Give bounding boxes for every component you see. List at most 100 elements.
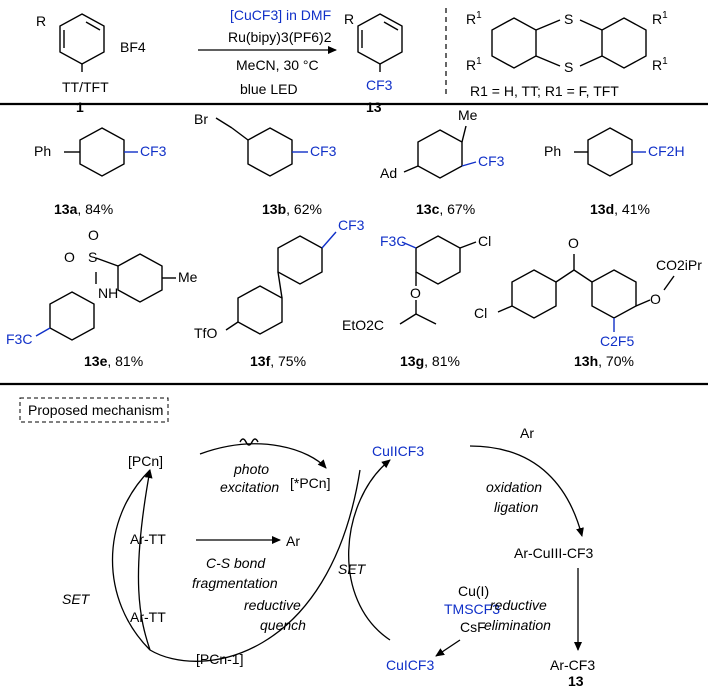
13b-group: CF3 <box>310 143 337 159</box>
13h-ketone-o: O <box>568 235 579 251</box>
r1-label-tl: R1 <box>466 10 482 27</box>
r1-definition: R1 = H, TT; R1 = F, TFT <box>470 83 619 99</box>
oxidation-arc <box>469 445 584 537</box>
cui-reagent: Cu(I) <box>458 583 489 599</box>
r1-label-br: R1 <box>652 56 668 73</box>
13a-sub: Ph <box>34 143 51 159</box>
mechanism: Proposed mechanism photo excitation [PCn… <box>19 397 595 688</box>
anion-label: BF4 <box>120 39 146 55</box>
13g-sub2: EtO2C <box>342 317 384 333</box>
oxidation-label: oxidation <box>486 479 542 495</box>
top-reaction: R BF4 TT/TFT 1 [CuCF3] in DMF Ru(bipy)3(… <box>36 7 668 115</box>
13c-caption: 13c, 67% <box>416 201 475 217</box>
product-scope: Ph CF3 13a, 84% Br CF3 13b, 62% Ad Me CF… <box>6 107 702 369</box>
13d-sub: Ph <box>544 143 561 159</box>
elimination-label: elimination <box>484 617 551 633</box>
product-number: 13 <box>366 99 382 115</box>
13c-sub: Ad <box>380 165 397 181</box>
product-13f: CF3 TfO 13f, 75% <box>194 217 365 369</box>
13e-sub: NH <box>98 285 118 301</box>
left-arc <box>112 469 151 651</box>
product-13b: Br CF3 13b, 62% <box>194 111 337 217</box>
cu3-species: Ar-CuIII-CF3 <box>514 545 594 561</box>
13g-group: F3C <box>380 233 406 249</box>
13b-sub: Br <box>194 111 208 127</box>
product-13h: O Cl O CO2iPr C2F5 13h, 70% <box>474 235 702 369</box>
light-label: blue LED <box>240 81 298 97</box>
13h-group: C2F5 <box>600 333 634 349</box>
13h-ether-o: O <box>650 291 661 307</box>
13c-group: CF3 <box>478 153 505 169</box>
13g-sub: Cl <box>478 233 491 249</box>
product-r-label: R <box>344 11 354 27</box>
tt-label: TT/TFT <box>62 79 109 95</box>
left-arc-return <box>137 469 153 651</box>
13e-group: F3C <box>6 331 32 347</box>
13d-group: CF2H <box>648 143 685 159</box>
13f-group: CF3 <box>338 217 365 233</box>
13f-sub: TfO <box>194 325 217 341</box>
copper-left-arc <box>348 459 391 641</box>
set-center-label: SET <box>338 561 367 577</box>
substrate-1: R BF4 TT/TFT 1 <box>36 13 146 115</box>
pc-reduced: [PCn-1] <box>196 651 243 667</box>
reagent-arrow <box>435 639 461 657</box>
photo-label: photo <box>233 461 269 477</box>
csf-reagent: CsF <box>460 619 486 635</box>
13h-sub: Cl <box>474 305 487 321</box>
fragmentation-label: fragmentation <box>192 575 278 591</box>
mechanism-product-number: 13 <box>568 673 584 688</box>
product-13a: Ph CF3 13a, 84% <box>34 127 167 217</box>
aryl-radical: Ar <box>286 533 300 549</box>
catalyst-label: Ru(bipy)3(PF6)2 <box>228 29 332 45</box>
13b-caption: 13b, 62% <box>262 201 322 217</box>
product-13d: Ph CF2H 13d, 41% <box>544 127 685 217</box>
13e-sub2: Me <box>178 269 198 285</box>
pc-ground: [PCn] <box>128 453 163 469</box>
13a-group: CF3 <box>140 143 167 159</box>
r1-label-tr: R1 <box>652 10 668 27</box>
13d-caption: 13d, 41% <box>590 201 650 217</box>
13g-caption: 13g, 81% <box>400 353 460 369</box>
ar-tt-radical: Ar-TT <box>130 531 166 547</box>
cu1-species: CuICF3 <box>386 657 434 673</box>
conditions-label: MeCN, 30 °C <box>236 57 319 73</box>
mechanism-title-box <box>19 397 169 423</box>
light-wave-icon <box>239 438 259 446</box>
tmscf3-reagent: TMSCF3 <box>444 601 500 617</box>
substrate-r-label: R <box>36 13 46 29</box>
13a-caption: 13a, 84% <box>54 201 113 217</box>
mechanism-title: Proposed mechanism <box>28 402 163 418</box>
ligation-label: ligation <box>494 499 539 515</box>
13e-oxygen-2: O <box>64 249 75 265</box>
13f-caption: 13f, 75% <box>250 353 306 369</box>
13h-caption: 13h, 70% <box>574 353 634 369</box>
thianthrene-structure: S S R1 R1 R1 R1 R1 = H, TT; R1 = F, TFT <box>466 10 668 99</box>
product-13g: F3C Cl O EtO2C 13g, 81% <box>342 233 491 369</box>
substrate-number: 1 <box>76 99 84 115</box>
r1-label-bl: R1 <box>466 56 482 73</box>
thianthrene-s-top: S <box>564 11 573 27</box>
excitation-label: excitation <box>220 479 279 495</box>
quench-label: quench <box>260 617 306 633</box>
reductive-label: reductive <box>244 597 301 613</box>
aryl-radical-2: Ar <box>520 425 534 441</box>
product-13e: S O O NH Me F3C 13e, 81% <box>6 227 198 369</box>
13e-sulfur: S <box>88 249 97 265</box>
product-13c: Ad Me CF3 13c, 67% <box>380 107 505 217</box>
cs-bond-label: C-S bond <box>206 555 266 571</box>
photo-arc <box>199 443 327 469</box>
13g-oxygen: O <box>410 285 421 301</box>
13e-oxygen-1: O <box>88 227 99 243</box>
13c-sub2: Me <box>458 107 478 123</box>
reductive-label-2: reductive <box>490 597 547 613</box>
product-13: R CF3 13 <box>344 11 403 115</box>
product-ar-cf3: Ar-CF3 <box>550 657 595 673</box>
ar-tt-cation: Ar-TT <box>130 609 166 625</box>
set-left-label: SET <box>62 591 91 607</box>
13e-caption: 13e, 81% <box>84 353 143 369</box>
right-arc-quench <box>149 469 361 662</box>
cu2-species: CuIICF3 <box>372 443 424 459</box>
pc-excited: [*PCn] <box>290 475 330 491</box>
